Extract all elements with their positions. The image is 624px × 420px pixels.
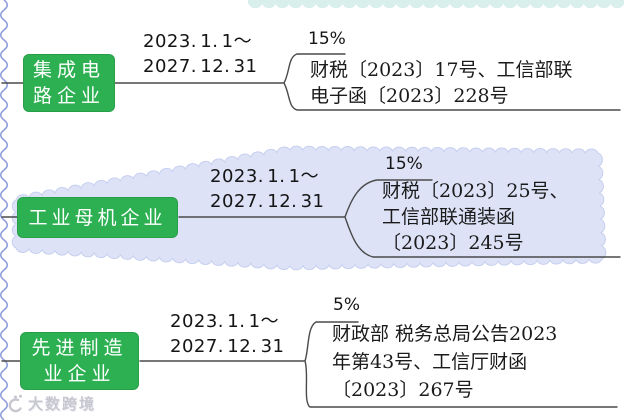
top-scallop-border xyxy=(248,0,624,9)
tax-rate-industrial-mother-machine: 15% xyxy=(385,154,423,174)
watermark: 大数跨境 xyxy=(3,393,96,414)
section-2-branch-lines xyxy=(1,179,621,258)
node-industrial-mother-machine: 工业母机企业 xyxy=(17,197,178,238)
period-advanced-manufacturing: 2023. 1. 1～ 2027. 12. 31 xyxy=(170,311,285,357)
tax-rate-advanced-manufacturing: 5% xyxy=(333,295,360,315)
left-wavy-border xyxy=(0,0,9,420)
tax-rate-integrated-circuit: 15% xyxy=(308,29,346,49)
node-advanced-manufacturing: 先进制造 业企业 xyxy=(20,332,139,390)
section-3-branch-lines xyxy=(1,321,618,408)
documents-advanced-manufacturing: 财政部 税务总局公告2023 年第43号、工信厅财函 〔2023〕267号 xyxy=(332,323,558,401)
period-integrated-circuit: 2023. 1. 1～ 2027. 12. 31 xyxy=(143,31,258,77)
node-integrated-circuit: 集成电 路企业 xyxy=(23,54,115,112)
documents-integrated-circuit: 财税〔2023〕17号、工信部联 电子函〔2023〕228号 xyxy=(310,59,573,107)
highlight-cloud-shape xyxy=(11,145,607,271)
watermark-logo-icon xyxy=(8,394,22,412)
period-industrial-mother-machine: 2023. 1. 1～ 2027. 12. 31 xyxy=(210,166,325,212)
documents-industrial-mother-machine: 财税〔2023〕25号、 工信部联通装函 〔2023〕245号 xyxy=(382,180,569,254)
watermark-text: 大数跨境 xyxy=(28,395,97,413)
section-1-branch-lines xyxy=(1,53,621,111)
